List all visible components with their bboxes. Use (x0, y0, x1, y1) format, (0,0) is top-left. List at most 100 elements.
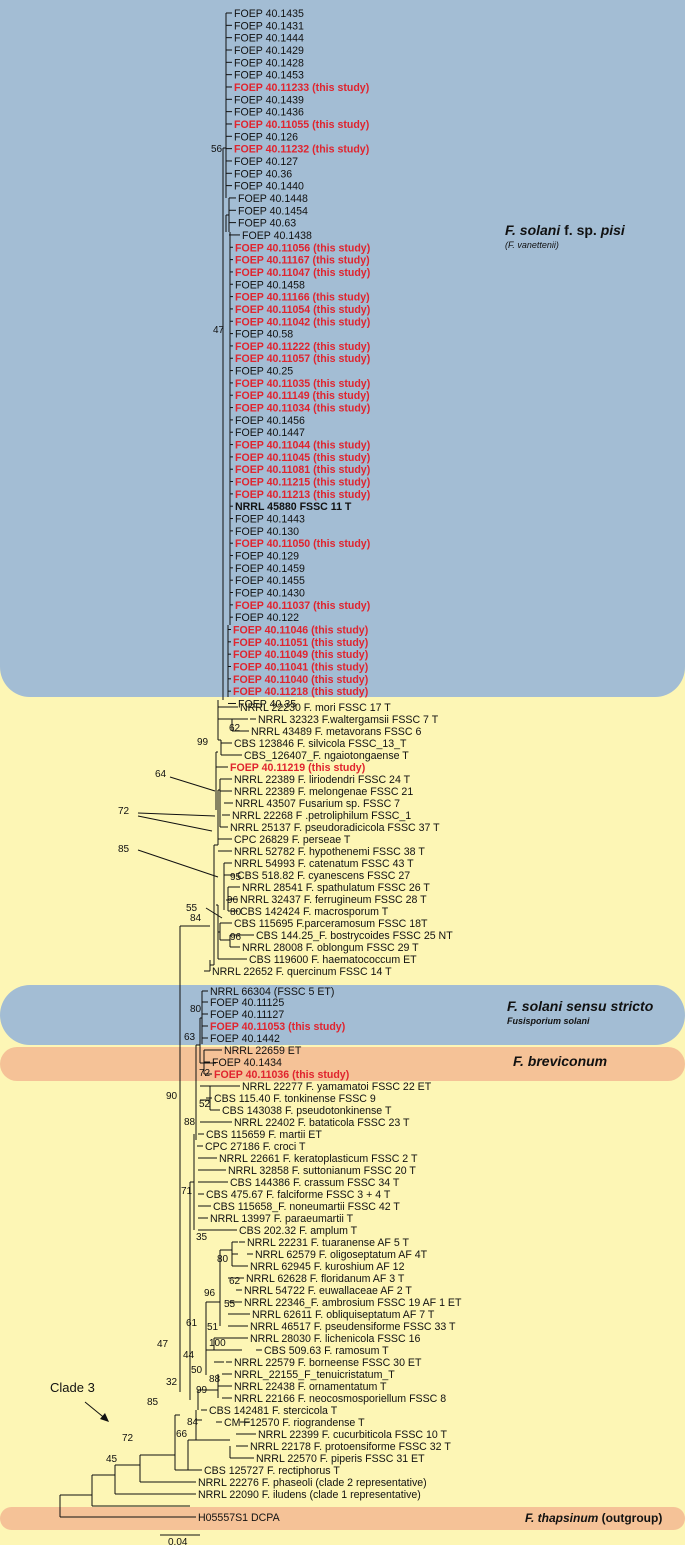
bootstrap-value: 96 (230, 932, 242, 943)
taxon-label: NRRL 22090 F. iludens (clade 1 represent… (198, 1489, 421, 1501)
taxon-label: NRRL 62945 F. kuroshium AF 12 (250, 1261, 405, 1273)
bootstrap-value: 99 (196, 1385, 208, 1396)
taxon-label: FOEP 40.11041 (this study) (233, 661, 368, 673)
taxon-label: FOEP 40.1438 (242, 230, 312, 242)
taxon-label: FOEP 40.1436 (234, 107, 304, 119)
taxon-label: FOEP 40.1430 (235, 588, 305, 600)
bootstrap-labels: 5647629964728555959680968480637290528871… (106, 144, 242, 1465)
taxon-label: CBS 143038 F. pseudotonkinense T (222, 1105, 392, 1117)
taxon-label: FOEP 40.1429 (234, 45, 304, 57)
taxon-label: NRRL 52782 F. hypothenemi FSSC 38 T (234, 846, 425, 858)
taxon-label: FOEP 40.36 (234, 168, 292, 180)
bootstrap-value: 56 (211, 144, 223, 155)
taxon-label: CPC 27186 F. croci T (205, 1141, 306, 1153)
bootstrap-value: 66 (176, 1429, 188, 1440)
taxon-label: NRRL 32323 F.waltergamsii FSSC 7 T (258, 714, 439, 726)
taxon-label: FOEP 40.130 (235, 526, 299, 538)
taxon-label: NRRL 22166 F. neocosmosporiellum FSSC 8 (234, 1393, 446, 1405)
taxon-label: FOEP 40.1431 (234, 20, 304, 32)
taxon-label: FOEP 40.11057 (this study) (235, 353, 370, 365)
taxon-label: FOEP 40.11233 (this study) (234, 82, 369, 94)
taxon-label: FOEP 40.11127 (210, 1009, 284, 1021)
sensu-clade-label: F. solani sensu stricto (507, 998, 654, 1014)
taxon-label: FOEP 40.1444 (234, 33, 304, 45)
bootstrap-value: 32 (166, 1377, 178, 1388)
taxon-label: CBS 202.32 F. amplum T (239, 1225, 358, 1237)
taxon-label: FOEP 40.127 (234, 156, 298, 168)
taxon-label: NRRL 22659 ET (224, 1045, 302, 1057)
thapsinum-clade-label: F. thapsinum (outgroup) (525, 1511, 663, 1525)
taxon-label: CBS 509.63 F. ramosum T (264, 1345, 389, 1357)
pointer-arrow (137, 815, 213, 832)
pisi-clade-background (0, 0, 685, 697)
pointer-arrow (205, 907, 223, 919)
bootstrap-value: 62 (229, 1276, 241, 1287)
bootstrap-value: 84 (187, 1417, 199, 1428)
taxon-label: NRRL 22231 F. tuaranense AF 5 T (247, 1237, 409, 1249)
taxon-label: FOEP 40.11034 (this study) (235, 403, 370, 415)
taxon-label: NRRL 62628 F. floridanum AF 3 T (246, 1273, 405, 1285)
taxon-label: NRRL 22178 F. protoensiforme FSSC 32 T (250, 1441, 451, 1453)
clade3-label: Clade 3 (50, 1380, 95, 1395)
taxon-label: FOEP 40.1428 (234, 57, 304, 69)
bootstrap-value: 72 (199, 1068, 211, 1079)
taxon-label: NRRL 22438 F. ornamentatum T (234, 1381, 387, 1393)
taxon-label: H05557S1 DCPA (198, 1512, 281, 1524)
bootstrap-value: 62 (229, 723, 241, 734)
taxon-label: FOEP 40.11213 (this study) (235, 489, 370, 501)
taxon-label: FOEP 40.11046 (this study) (233, 625, 368, 637)
taxon-label: NRRL 22276 F. phaseoli (clade 2 represen… (198, 1477, 427, 1489)
taxon-label: FOEP 40.11125 (210, 997, 284, 1009)
taxon-label: CPC 26829 F. perseae T (234, 834, 351, 846)
clade3-annotation: Clade 3 (50, 1380, 109, 1422)
bootstrap-value: 96 (204, 1288, 216, 1299)
sensu-clade-sublabel: Fusisporium solani (507, 1016, 590, 1026)
bootstrap-value: 44 (183, 1350, 195, 1361)
taxon-label: FOEP 40.1455 (235, 575, 305, 587)
bootstrap-value: 80 (190, 1004, 202, 1015)
taxon-label: FOEP 40.11049 (this study) (233, 649, 368, 661)
taxon-label: NRRL 28541 F. spathulatum FSSC 26 T (242, 882, 430, 894)
taxon-label: NRRL 28030 F. lichenicola FSSC 16 (250, 1333, 420, 1345)
bootstrap-value: 90 (166, 1091, 178, 1102)
taxon-label: NRRL 22268 F .petroliphilum FSSC_1 (232, 810, 411, 822)
taxon-label: FOEP 40.1448 (238, 193, 308, 205)
bootstrap-value: 84 (190, 913, 202, 924)
taxon-label: FOEP 40.11219 (this study) (230, 762, 365, 774)
bootstrap-value: 88 (184, 1117, 196, 1128)
taxon-label: NRRL 45880 FSSC 11 T (235, 501, 352, 513)
taxon-label: FOEP 40.1447 (235, 427, 305, 439)
taxon-label: FOEP 40.63 (238, 218, 296, 230)
bootstrap-value: 88 (209, 1374, 221, 1385)
taxon-label: FOEP 40.11081 (this study) (235, 464, 370, 476)
thapsinum-background (0, 1507, 685, 1530)
taxon-label: FOEP 40.1454 (238, 205, 308, 217)
taxon-label: NRRL_22155_F_tenuicristatum_T (234, 1369, 395, 1381)
taxon-label: NRRL 54993 F. catenatum FSSC 43 T (234, 858, 414, 870)
taxon-label: NRRL 22389 F. liriodendri FSSC 24 T (234, 774, 411, 786)
taxon-label: FOEP 40.11050 (this study) (235, 538, 370, 550)
bootstrap-value: 80 (230, 907, 242, 918)
taxon-label: FOEP 40.11055 (this study) (234, 119, 369, 131)
bootstrap-value: 45 (106, 1454, 118, 1465)
taxon-label: NRRL 22652 F. quercinum FSSC 14 T (212, 966, 392, 978)
taxon-label: FOEP 40.58 (235, 329, 293, 341)
taxon-label: NRRL 22661 F. keratoplasticum FSSC 2 T (219, 1153, 418, 1165)
bootstrap-value: 55 (186, 903, 198, 914)
taxon-label: CBS 144.25_F. bostrycoides FSSC 25 NT (256, 930, 453, 942)
taxon-label: FOEP 40.11166 (this study) (235, 292, 370, 304)
bootstrap-value: 85 (147, 1397, 159, 1408)
taxon-label: NRRL 62611 F. obliquiseptatum AF 7 T (252, 1309, 435, 1321)
bootstrap-value: 96 (227, 895, 239, 906)
bootstrap-value: 63 (184, 1032, 196, 1043)
taxon-label: NRRL 43489 F. metavorans FSSC 6 (251, 726, 421, 738)
taxon-label: FOEP 40.122 (235, 612, 299, 624)
pointer-arrow (137, 849, 219, 878)
taxon-label: NRRL 22579 F. borneense FSSC 30 ET (234, 1357, 422, 1369)
taxon-label: FOEP 40.1434 (212, 1057, 282, 1069)
taxon-label: CBS 115658_F. noneumartii FSSC 42 T (213, 1201, 400, 1213)
taxon-label: FOEP 40.11232 (this study) (234, 144, 369, 156)
taxon-label: FOEP 40.11222 (this study) (235, 341, 370, 353)
